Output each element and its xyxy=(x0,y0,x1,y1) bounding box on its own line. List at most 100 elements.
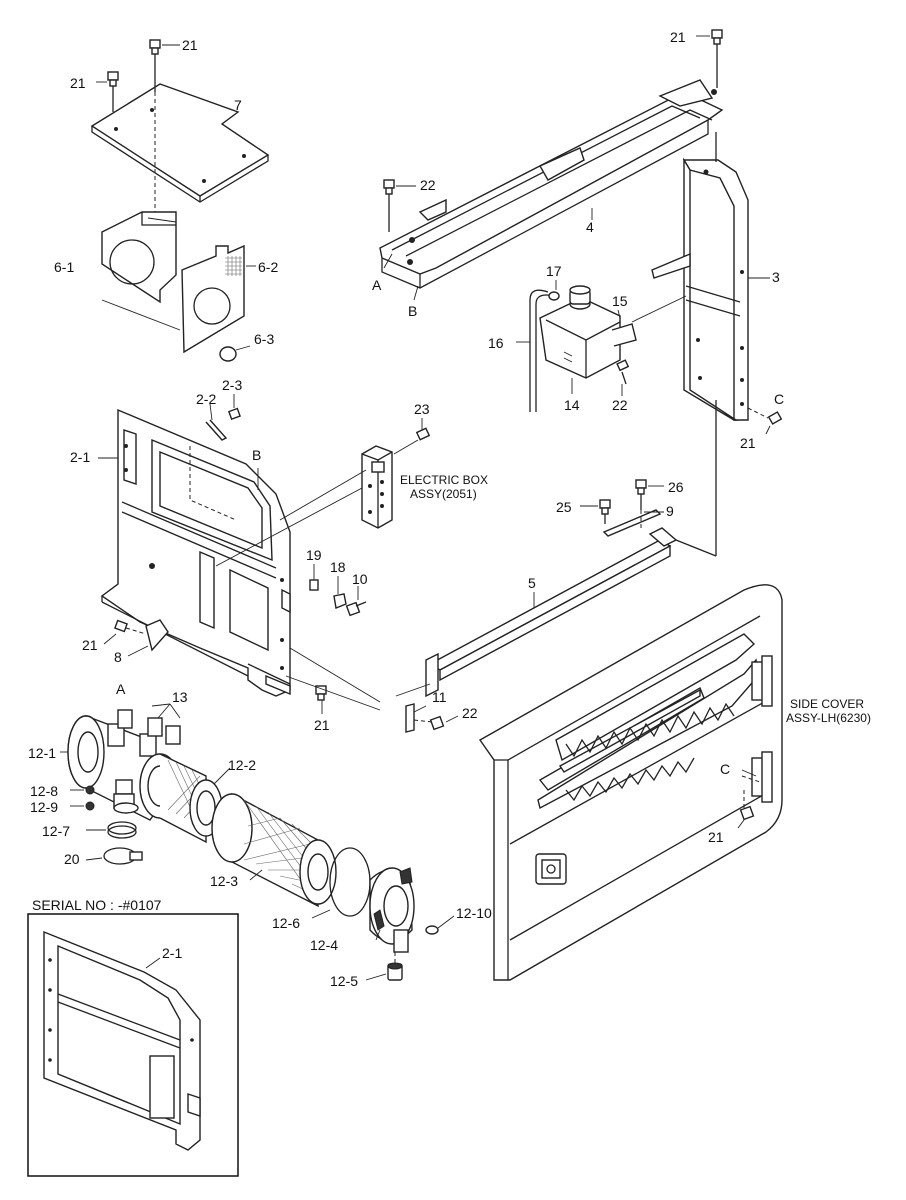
plug-12-10 xyxy=(425,915,455,935)
label-12-4: 12-4 xyxy=(310,937,338,953)
label-21: 21 xyxy=(740,435,756,451)
bolt-21 xyxy=(96,71,119,112)
side-cover-label-line2: ASSY-LH(6230) xyxy=(786,711,871,725)
plate-6-2 xyxy=(181,244,256,354)
side-cover-assy-lh xyxy=(478,584,783,981)
label-22: 22 xyxy=(612,397,628,413)
label-12-3: 12-3 xyxy=(210,873,238,889)
label-21: 21 xyxy=(70,75,86,91)
bolt-22 xyxy=(413,715,459,731)
electric-box-label-line1: ELECTRIC BOX xyxy=(400,473,488,487)
label-21: 21 xyxy=(82,637,98,653)
bands-13 xyxy=(117,703,181,745)
label-12-9: 12-9 xyxy=(30,799,58,815)
clamp-12-7 xyxy=(86,821,137,839)
bolt-10 xyxy=(345,586,367,617)
label-12-5: 12-5 xyxy=(330,973,358,989)
plate-7 xyxy=(90,83,270,203)
label-12-6: 12-6 xyxy=(272,915,300,931)
nut-12-9 xyxy=(70,801,95,811)
label-21: 21 xyxy=(314,717,330,733)
grommet-6-3 xyxy=(219,345,251,362)
bolt-21 xyxy=(747,407,783,435)
bracket-6-1 xyxy=(101,211,181,331)
bracket-9 xyxy=(602,509,664,537)
serial-inset-box xyxy=(27,913,239,1177)
label-14: 14 xyxy=(564,397,580,413)
label-C: C xyxy=(720,761,730,777)
label-16: 16 xyxy=(488,335,504,351)
bolt-12-8 xyxy=(70,785,95,795)
outer-filter-12-3 xyxy=(211,792,337,908)
label-25: 25 xyxy=(556,499,572,515)
bar-5 xyxy=(425,527,678,698)
label-2-3: 2-3 xyxy=(222,377,242,393)
label-6-3: 6-3 xyxy=(254,331,274,347)
label-22: 22 xyxy=(462,705,478,721)
label-17: 17 xyxy=(546,263,562,279)
bolt-25 xyxy=(580,499,611,524)
label-2-2: 2-2 xyxy=(196,391,216,407)
label-21: 21 xyxy=(708,829,724,845)
label-2-1: 2-1 xyxy=(162,945,182,961)
label-9: 9 xyxy=(666,503,674,519)
bolt-23 xyxy=(415,418,431,441)
bolt-21 xyxy=(696,29,723,88)
label-B: B xyxy=(408,303,417,319)
label-12-1: 12-1 xyxy=(28,745,56,761)
electric-box-label-line2: ASSY(2051) xyxy=(410,487,477,501)
bolt-2-3 xyxy=(227,394,241,421)
beam-4 xyxy=(379,79,724,289)
label-23: 23 xyxy=(414,401,430,417)
clip-17 xyxy=(548,280,560,301)
label-21: 21 xyxy=(182,37,198,53)
label-20: 20 xyxy=(64,851,80,867)
label-4: 4 xyxy=(586,219,594,235)
label-19: 19 xyxy=(306,547,322,563)
label-6-1: 6-1 xyxy=(54,259,74,275)
nut-18 xyxy=(333,576,347,609)
bolt-21 xyxy=(315,685,327,714)
side-cover-label-line1: SIDE COVER xyxy=(790,697,864,711)
label-B: B xyxy=(252,447,261,463)
label-13: 13 xyxy=(172,689,188,705)
label-26: 26 xyxy=(668,479,684,495)
label-C: C xyxy=(774,391,784,407)
label-2-1: 2-1 xyxy=(70,449,90,465)
bolt-21 xyxy=(737,790,755,829)
label-22: 22 xyxy=(420,177,436,193)
label-A: A xyxy=(372,277,382,293)
bolt-19 xyxy=(309,564,319,591)
label-12-8: 12-8 xyxy=(30,783,58,799)
part-labels: 21 21 7 6-1 6-2 6-3 21 22 4 A B 3 17 15 … xyxy=(28,29,871,989)
label-6-2: 6-2 xyxy=(258,259,278,275)
bolt-22 xyxy=(616,359,630,396)
bolt-22 xyxy=(383,179,416,232)
label-15: 15 xyxy=(612,293,628,309)
label-8: 8 xyxy=(114,649,122,665)
bolt-21 xyxy=(149,39,180,92)
bracket-2-2 xyxy=(205,403,228,441)
electric-box-assy xyxy=(361,445,393,529)
serial-no-label: SERIAL NO : -#0107 xyxy=(32,897,162,913)
label-7: 7 xyxy=(234,97,242,113)
label-10: 10 xyxy=(352,571,368,587)
label-5: 5 xyxy=(528,575,536,591)
reservoir-14 xyxy=(539,285,621,394)
bracket-8 xyxy=(127,619,169,657)
label-11: 11 xyxy=(432,689,447,705)
bracket-11 xyxy=(395,683,431,733)
valve-12-5 xyxy=(365,952,403,981)
bracket-15 xyxy=(611,309,637,347)
label-18: 18 xyxy=(330,559,346,575)
bolt-21 xyxy=(103,619,147,645)
label-12-7: 12-7 xyxy=(42,823,70,839)
cover-12-4 xyxy=(369,867,415,953)
frame-3 xyxy=(651,157,770,421)
bolt-26 xyxy=(635,479,664,510)
label-3: 3 xyxy=(772,269,780,285)
label-12-10: 12-10 xyxy=(456,905,492,921)
label-12-2: 12-2 xyxy=(228,757,256,773)
label-21: 21 xyxy=(670,29,686,45)
